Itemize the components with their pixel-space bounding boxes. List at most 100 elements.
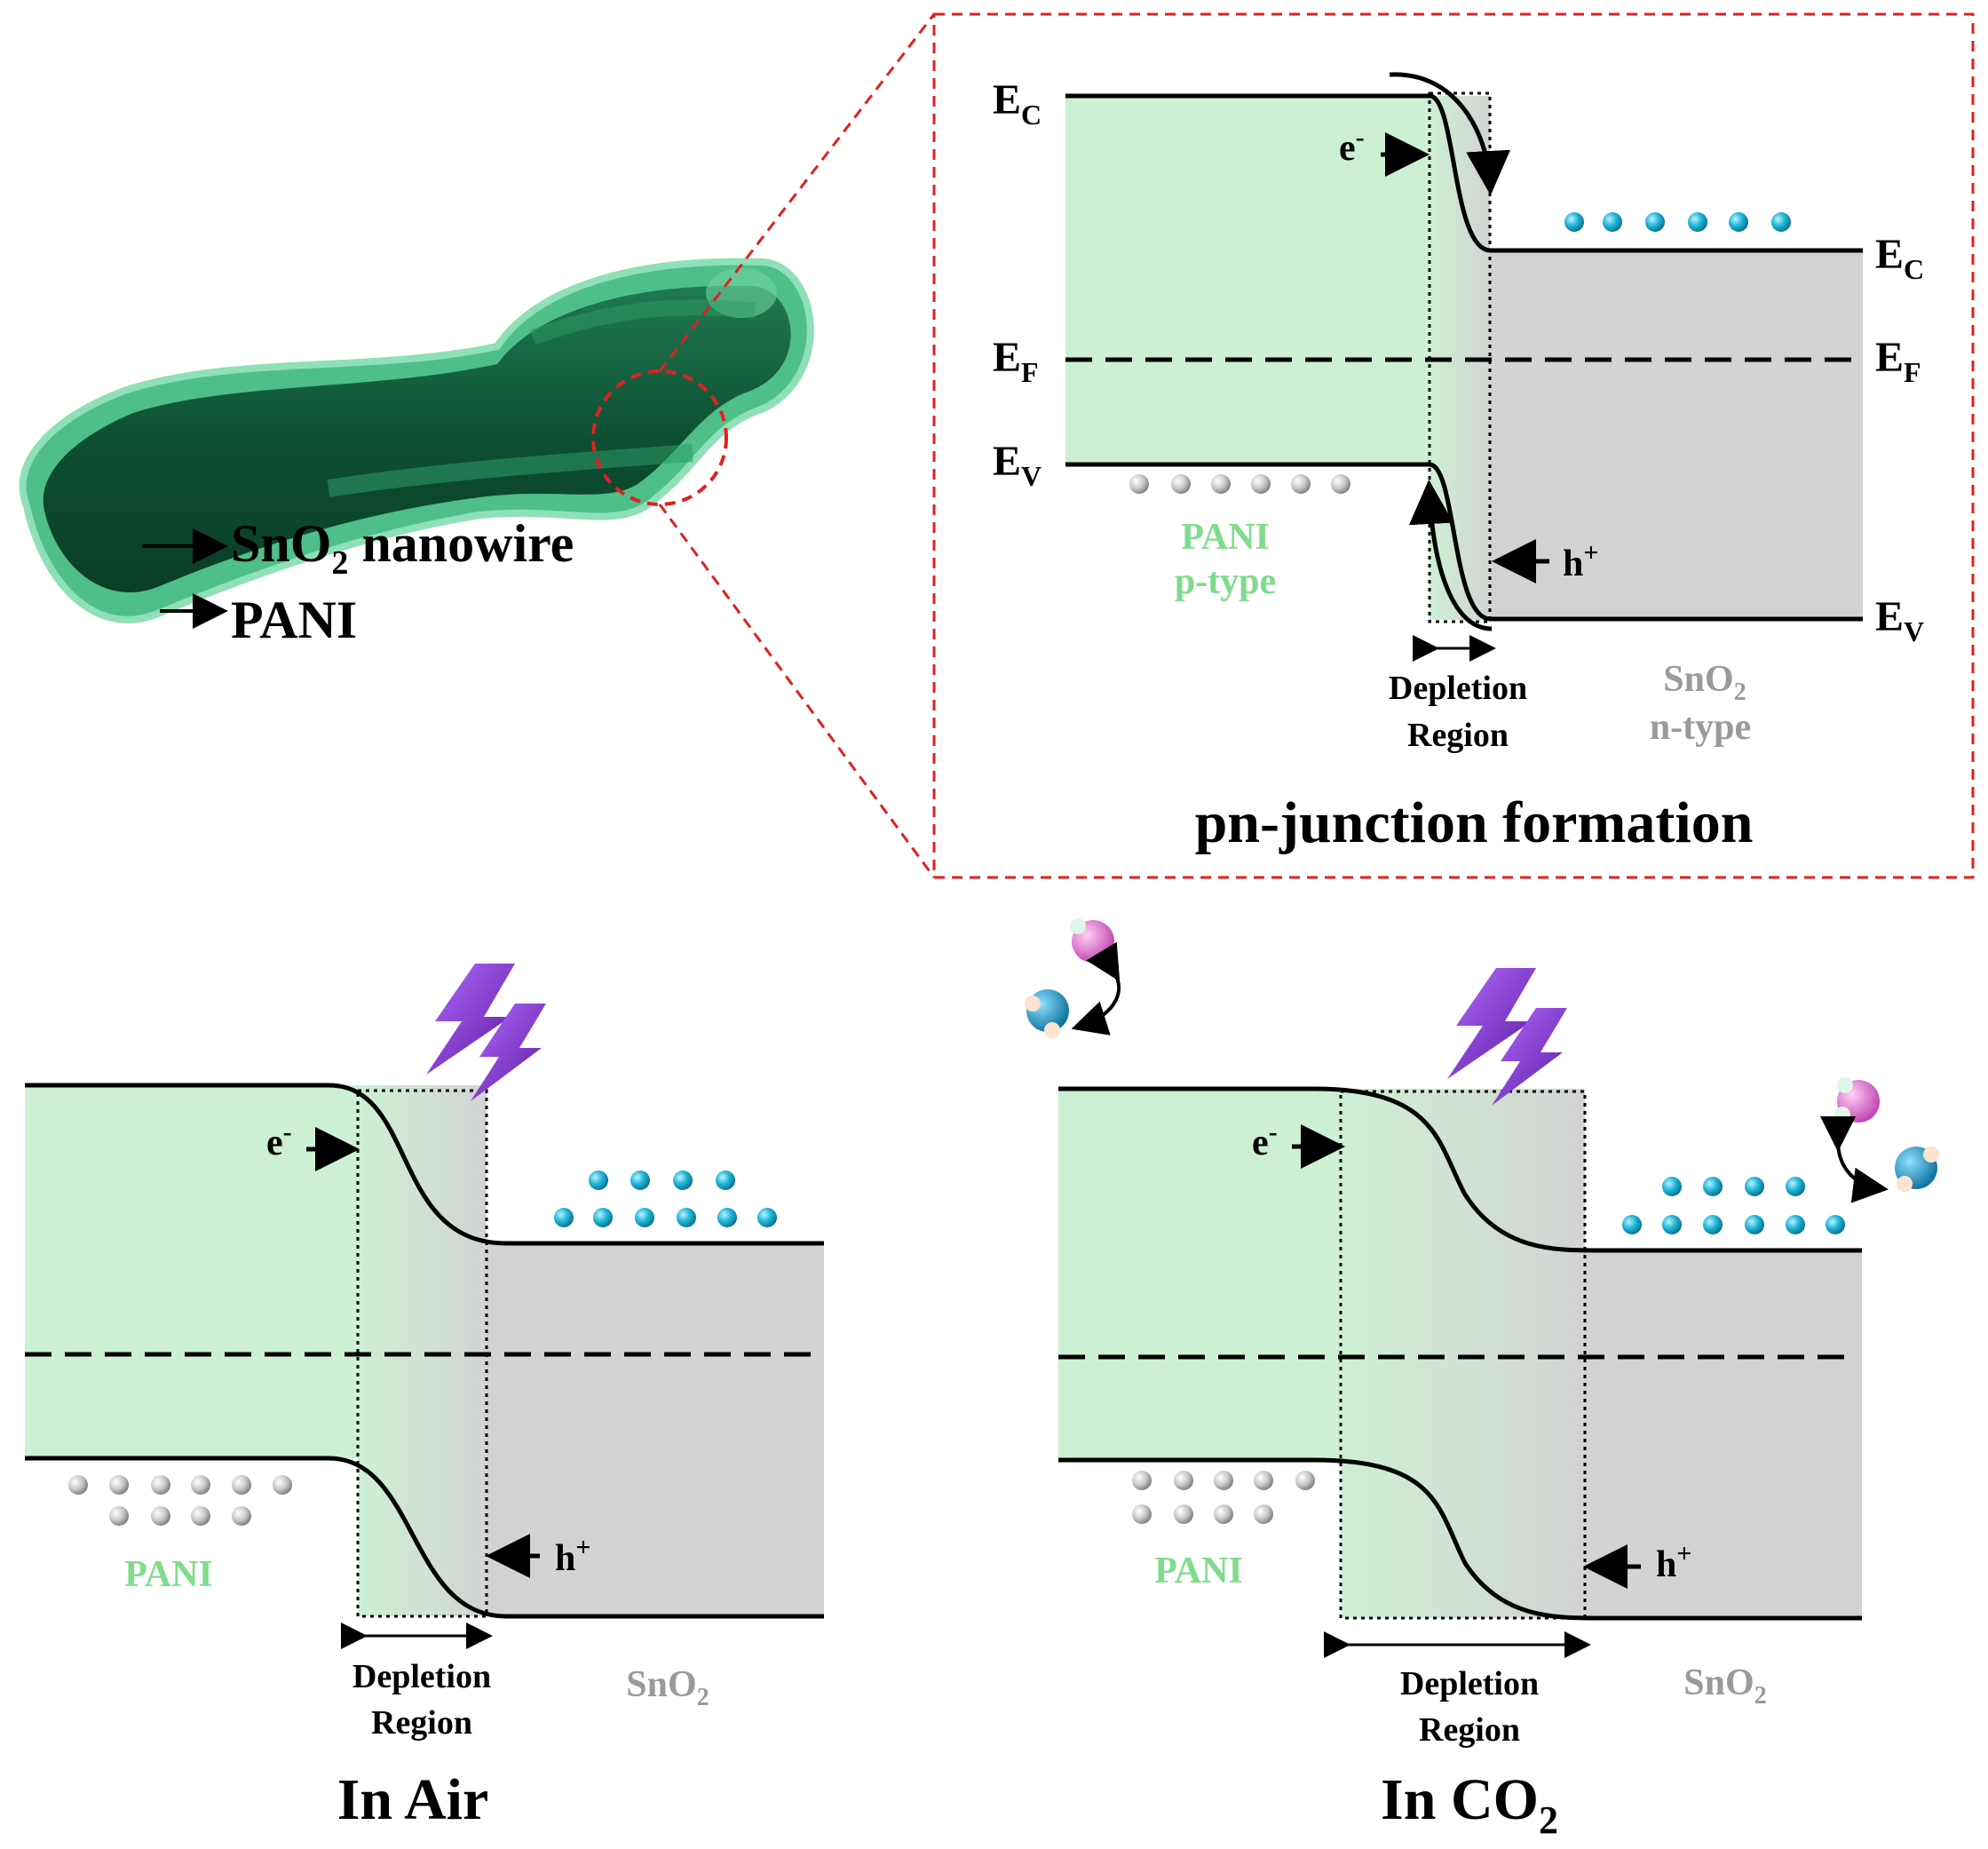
electron-dot	[1662, 1215, 1682, 1234]
inset-depletion-box	[1428, 91, 1492, 623]
electron-dot	[630, 1171, 650, 1190]
electron-dot	[1745, 1177, 1764, 1196]
air-electron-label: e-	[266, 1117, 292, 1163]
molecule-atom-icon	[1044, 1022, 1060, 1038]
inset-panel: EC EF EV EC EF EV e- h+ PANI p-type SnO2…	[932, 12, 1975, 879]
hole-dot	[232, 1506, 251, 1526]
co2-hole-label: h+	[1656, 1539, 1691, 1585]
inset-ec-right: EC	[1875, 231, 1924, 285]
electron-dot	[1771, 212, 1791, 232]
hole-dot	[1331, 474, 1350, 494]
electron-dot	[1826, 1215, 1845, 1234]
inset-title: pn-junction formation	[1195, 790, 1754, 855]
hole-dot	[1132, 1471, 1152, 1490]
callout-line-upper	[658, 13, 936, 372]
electron-dot	[1622, 1215, 1642, 1234]
inset-ef-right: EF	[1875, 334, 1921, 388]
air-depletion-label-2: Region	[371, 1704, 472, 1742]
exchange-arrow	[1819, 1115, 1889, 1203]
inset-electron-flow-arrow	[1389, 72, 1511, 195]
hole-dot	[1132, 1504, 1152, 1524]
hole-dot	[151, 1506, 170, 1526]
inset-pani-region	[1065, 96, 1430, 464]
inset-conduction-band	[1065, 93, 1863, 253]
lightning-bolt	[1447, 968, 1536, 1079]
inset-hole-flow-arrow	[1408, 480, 1493, 631]
air-title: In Air	[337, 1767, 489, 1832]
co2-hole-dots	[1132, 1471, 1315, 1524]
electron-dot	[593, 1208, 613, 1227]
molecule-atom-icon	[1834, 1107, 1850, 1123]
hole-dot	[1174, 1504, 1193, 1524]
air-lightning-icon	[426, 964, 546, 1101]
air-hole-dots	[68, 1475, 292, 1526]
air-pani-region	[25, 1085, 358, 1458]
air-depletion-region	[358, 1085, 487, 1616]
hole-dot	[1254, 1471, 1273, 1490]
co2-sno2-region	[1585, 1250, 1862, 1618]
co2-molecule-top	[1025, 918, 1121, 1038]
molecule-atom-icon	[1025, 996, 1041, 1012]
molecule-atom-icon	[1070, 918, 1086, 934]
electron-dot	[1786, 1177, 1805, 1196]
nanowire-shell-label: PANI	[231, 591, 357, 649]
air-depletion-label-1: Depletion	[352, 1658, 491, 1695]
air-depletion-box	[356, 1089, 488, 1618]
co2-electron-dots	[1622, 1177, 1845, 1234]
inset-ef-left: EF	[993, 334, 1039, 388]
hole-dot	[109, 1475, 129, 1495]
electron-dot	[1786, 1215, 1805, 1234]
exchange-arrow	[1071, 941, 1121, 1036]
inset-pani-name: PANI	[1181, 517, 1270, 558]
hole-dot	[1171, 474, 1191, 494]
co2-pani-label: PANI	[1154, 1551, 1243, 1591]
lightning-bolt	[426, 964, 515, 1075]
co2-electron-label: e-	[1252, 1117, 1278, 1163]
molecule-atom-icon	[1897, 1176, 1913, 1192]
inset-ec-left: EC	[993, 76, 1042, 131]
inset-valence-band	[1065, 462, 1863, 622]
electron-dot	[1603, 212, 1622, 232]
inset-depletion-label-1: Depletion	[1389, 670, 1527, 707]
electron-dot	[554, 1208, 574, 1227]
hole-dot	[1295, 1471, 1315, 1490]
electron-dot	[1662, 1177, 1682, 1196]
inset-sno2-type: n-type	[1650, 707, 1751, 748]
callout-line-lower	[658, 504, 936, 878]
inset-sno2-region	[1490, 250, 1863, 619]
inset-ev-left: EV	[993, 438, 1042, 492]
nanowire-illustration: SnO2 nanowire PANI	[19, 13, 936, 878]
lightning-bolt	[1492, 1008, 1567, 1106]
hole-dot	[1214, 1471, 1233, 1490]
electron-dot	[1564, 212, 1584, 232]
hole-dot	[1129, 474, 1149, 494]
co2-molecule-right	[1819, 1077, 1939, 1203]
air-sno2-region	[487, 1243, 824, 1616]
electron-dot	[1703, 1215, 1723, 1234]
electron-dot	[1645, 212, 1665, 232]
air-valence-band	[25, 1456, 824, 1619]
inset-pani-type: p-type	[1175, 561, 1276, 602]
inset-hole-dots	[1129, 474, 1350, 494]
co2-panel: e- h+ PANI SnO2 Depletion Region In CO2	[1025, 918, 1939, 1842]
air-conduction-band	[25, 1083, 824, 1246]
hole-dot	[1174, 1471, 1193, 1490]
core-highlight	[327, 444, 693, 497]
inset-hole-label: h+	[1563, 538, 1598, 584]
electron-dot	[589, 1171, 608, 1190]
inset-ev-right: EV	[1875, 593, 1924, 647]
electron-dot	[677, 1208, 696, 1227]
hole-dot	[1211, 474, 1231, 494]
electron-dot	[1688, 212, 1707, 232]
electron-dot	[673, 1171, 693, 1190]
molecule-atom-icon	[1837, 1077, 1853, 1093]
molecule-atom-icon	[1923, 1147, 1939, 1163]
nanowire-core-label: SnO2 nanowire	[231, 514, 574, 582]
inset-sno2-name: SnO2	[1663, 659, 1746, 706]
co2-title: In CO2	[1381, 1767, 1558, 1842]
air-pani-label: PANI	[124, 1554, 213, 1595]
inset-depletion-label-2: Region	[1407, 717, 1509, 754]
air-panel: e- h+ PANI SnO2 Depletion Region In Air	[25, 964, 824, 1832]
electron-dot	[757, 1208, 777, 1227]
